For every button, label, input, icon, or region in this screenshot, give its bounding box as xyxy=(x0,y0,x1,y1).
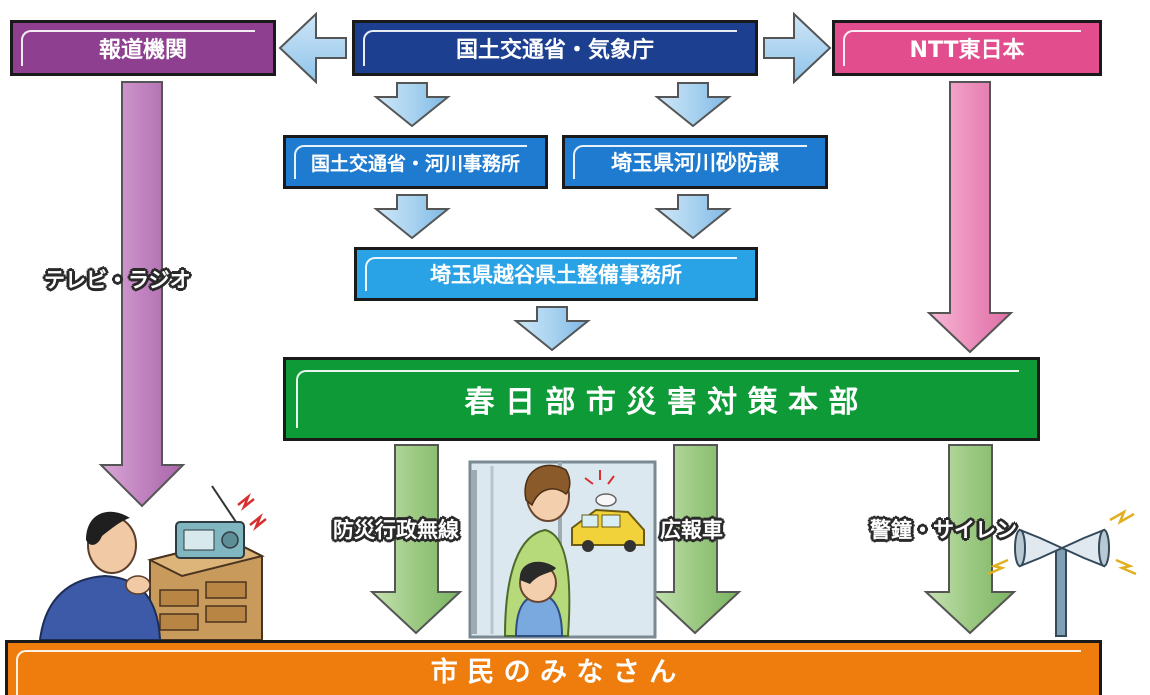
arrow-siren xyxy=(923,444,1017,635)
river-office-label: 国土交通省・河川事務所 xyxy=(310,152,520,175)
media-box: 報道機関 xyxy=(10,20,276,76)
ntt-box: NTT東日本 xyxy=(832,20,1102,76)
arrow-pr-vehicle xyxy=(648,444,742,635)
man-listening-to-radio-illustration xyxy=(38,485,267,641)
hq-label: 春 日 部 市 災 害 対 策 本 部 xyxy=(464,385,859,420)
pr-vehicle-label: 広報車 xyxy=(660,518,723,542)
loudspeaker-siren-illustration xyxy=(987,509,1137,637)
arrow-down-2 xyxy=(654,82,732,128)
arrow-down-4 xyxy=(654,194,732,240)
mother-and-child-illustration xyxy=(468,460,657,639)
mlit-jma-box: 国土交通省・気象庁 xyxy=(352,20,758,76)
media-label: 報道機関 xyxy=(98,38,187,63)
arrow-disaster-radio xyxy=(369,444,463,635)
arrow-ntt-to-hq xyxy=(926,81,1014,354)
koshigaya-office-box: 埼玉県越谷県土整備事務所 xyxy=(354,247,758,301)
saitama-river-label: 埼玉県河川砂防課 xyxy=(611,151,779,175)
citizens-box: 市 民 の み な さ ん xyxy=(5,640,1102,695)
mlit-jma-label: 国土交通省・気象庁 xyxy=(455,38,654,63)
disaster-radio-label: 防災行政無線 xyxy=(333,518,459,542)
arrow-to-ntt xyxy=(763,11,832,85)
arrow-tv-radio xyxy=(98,81,186,508)
arrow-down-5 xyxy=(513,306,591,352)
arrow-down-3 xyxy=(373,194,451,240)
arrow-down-1 xyxy=(373,82,451,128)
citizens-label: 市 民 の み な さ ん xyxy=(430,656,677,688)
siren-label: 警鐘・サイレン xyxy=(870,518,1017,542)
ntt-label: NTT東日本 xyxy=(909,38,1025,63)
river-office-box: 国土交通省・河川事務所 xyxy=(283,135,548,189)
tv-radio-label: テレビ・ラジオ xyxy=(44,268,191,292)
saitama-river-box: 埼玉県河川砂防課 xyxy=(562,135,828,189)
arrow-to-media xyxy=(278,11,347,85)
koshigaya-office-label: 埼玉県越谷県土整備事務所 xyxy=(430,263,682,287)
hq-box: 春 日 部 市 災 害 対 策 本 部 xyxy=(283,357,1040,441)
